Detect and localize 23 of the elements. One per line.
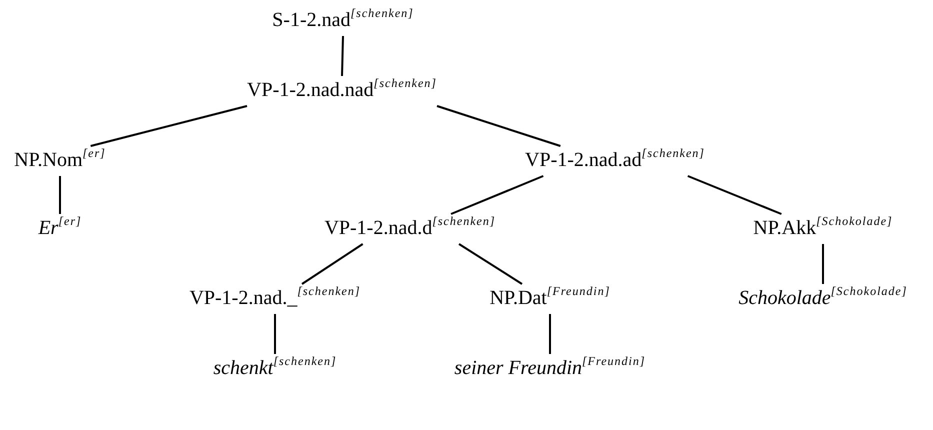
tree-node-label: Er$^{[er]}$ xyxy=(38,216,82,240)
tree-node-label: NP.Nom$^{[er]}$ xyxy=(14,148,106,172)
tree-branch xyxy=(436,105,561,147)
tree-node-label: Schokolade$^{[Schokolade]}$ xyxy=(738,286,908,310)
tree-branch xyxy=(687,175,782,215)
tree-branch xyxy=(59,176,61,214)
tree-branch xyxy=(301,243,364,285)
tree-node-label: seiner Freundin$^{[Freundin]}$ xyxy=(454,356,646,380)
tree-branch xyxy=(274,314,276,354)
tree-node-label: S-1-2.nad$^{[schenken]}$ xyxy=(272,8,414,32)
tree-node-label: NP.Akk$^{[Schokolade]}$ xyxy=(753,216,893,240)
tree-node-label: VP-1-2.nad._$^{[schenken]}$ xyxy=(189,286,361,310)
tree-branch xyxy=(450,175,544,215)
tree-node-label: VP-1-2.nad.nad$^{[schenken]}$ xyxy=(247,78,437,102)
tree-branch xyxy=(90,105,248,147)
tree-node-label: schenkt$^{[schenken]}$ xyxy=(213,356,337,380)
tree-node-label: VP-1-2.nad.d$^{[schenken]}$ xyxy=(324,216,496,240)
tree-node-label: NP.Dat$^{[Freundin]}$ xyxy=(490,286,610,310)
tree-node-label: VP-1-2.nad.ad$^{[schenken]}$ xyxy=(525,148,705,172)
tree-branch xyxy=(341,36,344,76)
tree-branch xyxy=(549,314,551,354)
tree-branch xyxy=(822,244,824,284)
tree-branch xyxy=(458,243,523,285)
